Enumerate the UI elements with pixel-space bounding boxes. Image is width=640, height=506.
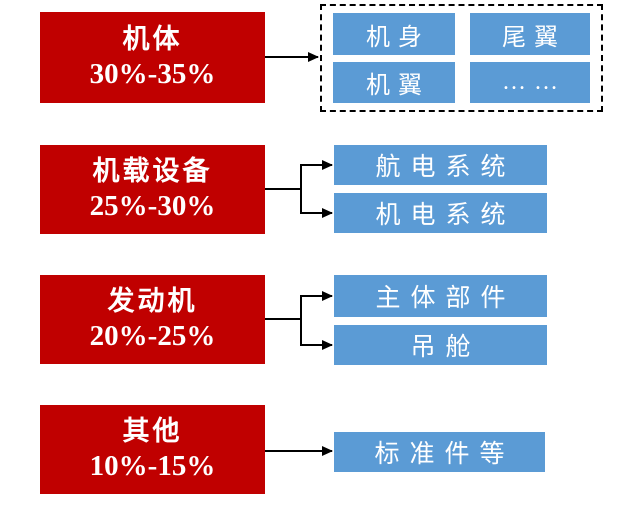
component-box-ellipsis: …… bbox=[470, 62, 590, 103]
category-range: 25%-30% bbox=[89, 189, 216, 222]
component-box-main-parts: 主体部件 bbox=[334, 275, 547, 317]
category-title: 机载设备 bbox=[92, 156, 213, 187]
component-box-standard-parts: 标准件等 bbox=[334, 432, 545, 472]
connector-airborne-equipment bbox=[265, 160, 333, 218]
category-box-engine: 发动机 20%-25% bbox=[40, 275, 265, 364]
category-box-other: 其他 10%-15% bbox=[40, 405, 265, 494]
category-title: 机体 bbox=[122, 24, 183, 55]
category-title: 发动机 bbox=[107, 286, 198, 317]
component-box-tail-wing: 尾翼 bbox=[470, 13, 590, 55]
component-box-avionics-system: 航电系统 bbox=[334, 145, 547, 185]
connector-engine bbox=[265, 291, 333, 350]
category-range: 10%-15% bbox=[89, 449, 216, 482]
component-box-fuselage: 机身 bbox=[333, 13, 455, 55]
category-title: 其他 bbox=[122, 416, 183, 447]
category-range: 30%-35% bbox=[89, 57, 216, 90]
component-box-wing: 机翼 bbox=[333, 62, 455, 103]
category-box-airframe: 机体 30%-35% bbox=[40, 12, 265, 103]
category-range: 20%-25% bbox=[89, 319, 216, 352]
category-box-airborne-equipment: 机载设备 25%-30% bbox=[40, 145, 265, 234]
component-box-electromechanical-system: 机电系统 bbox=[334, 193, 547, 233]
airframe-components-container: 机身 尾翼 机翼 …… bbox=[320, 4, 603, 112]
component-box-nacelle: 吊舱 bbox=[334, 325, 547, 365]
